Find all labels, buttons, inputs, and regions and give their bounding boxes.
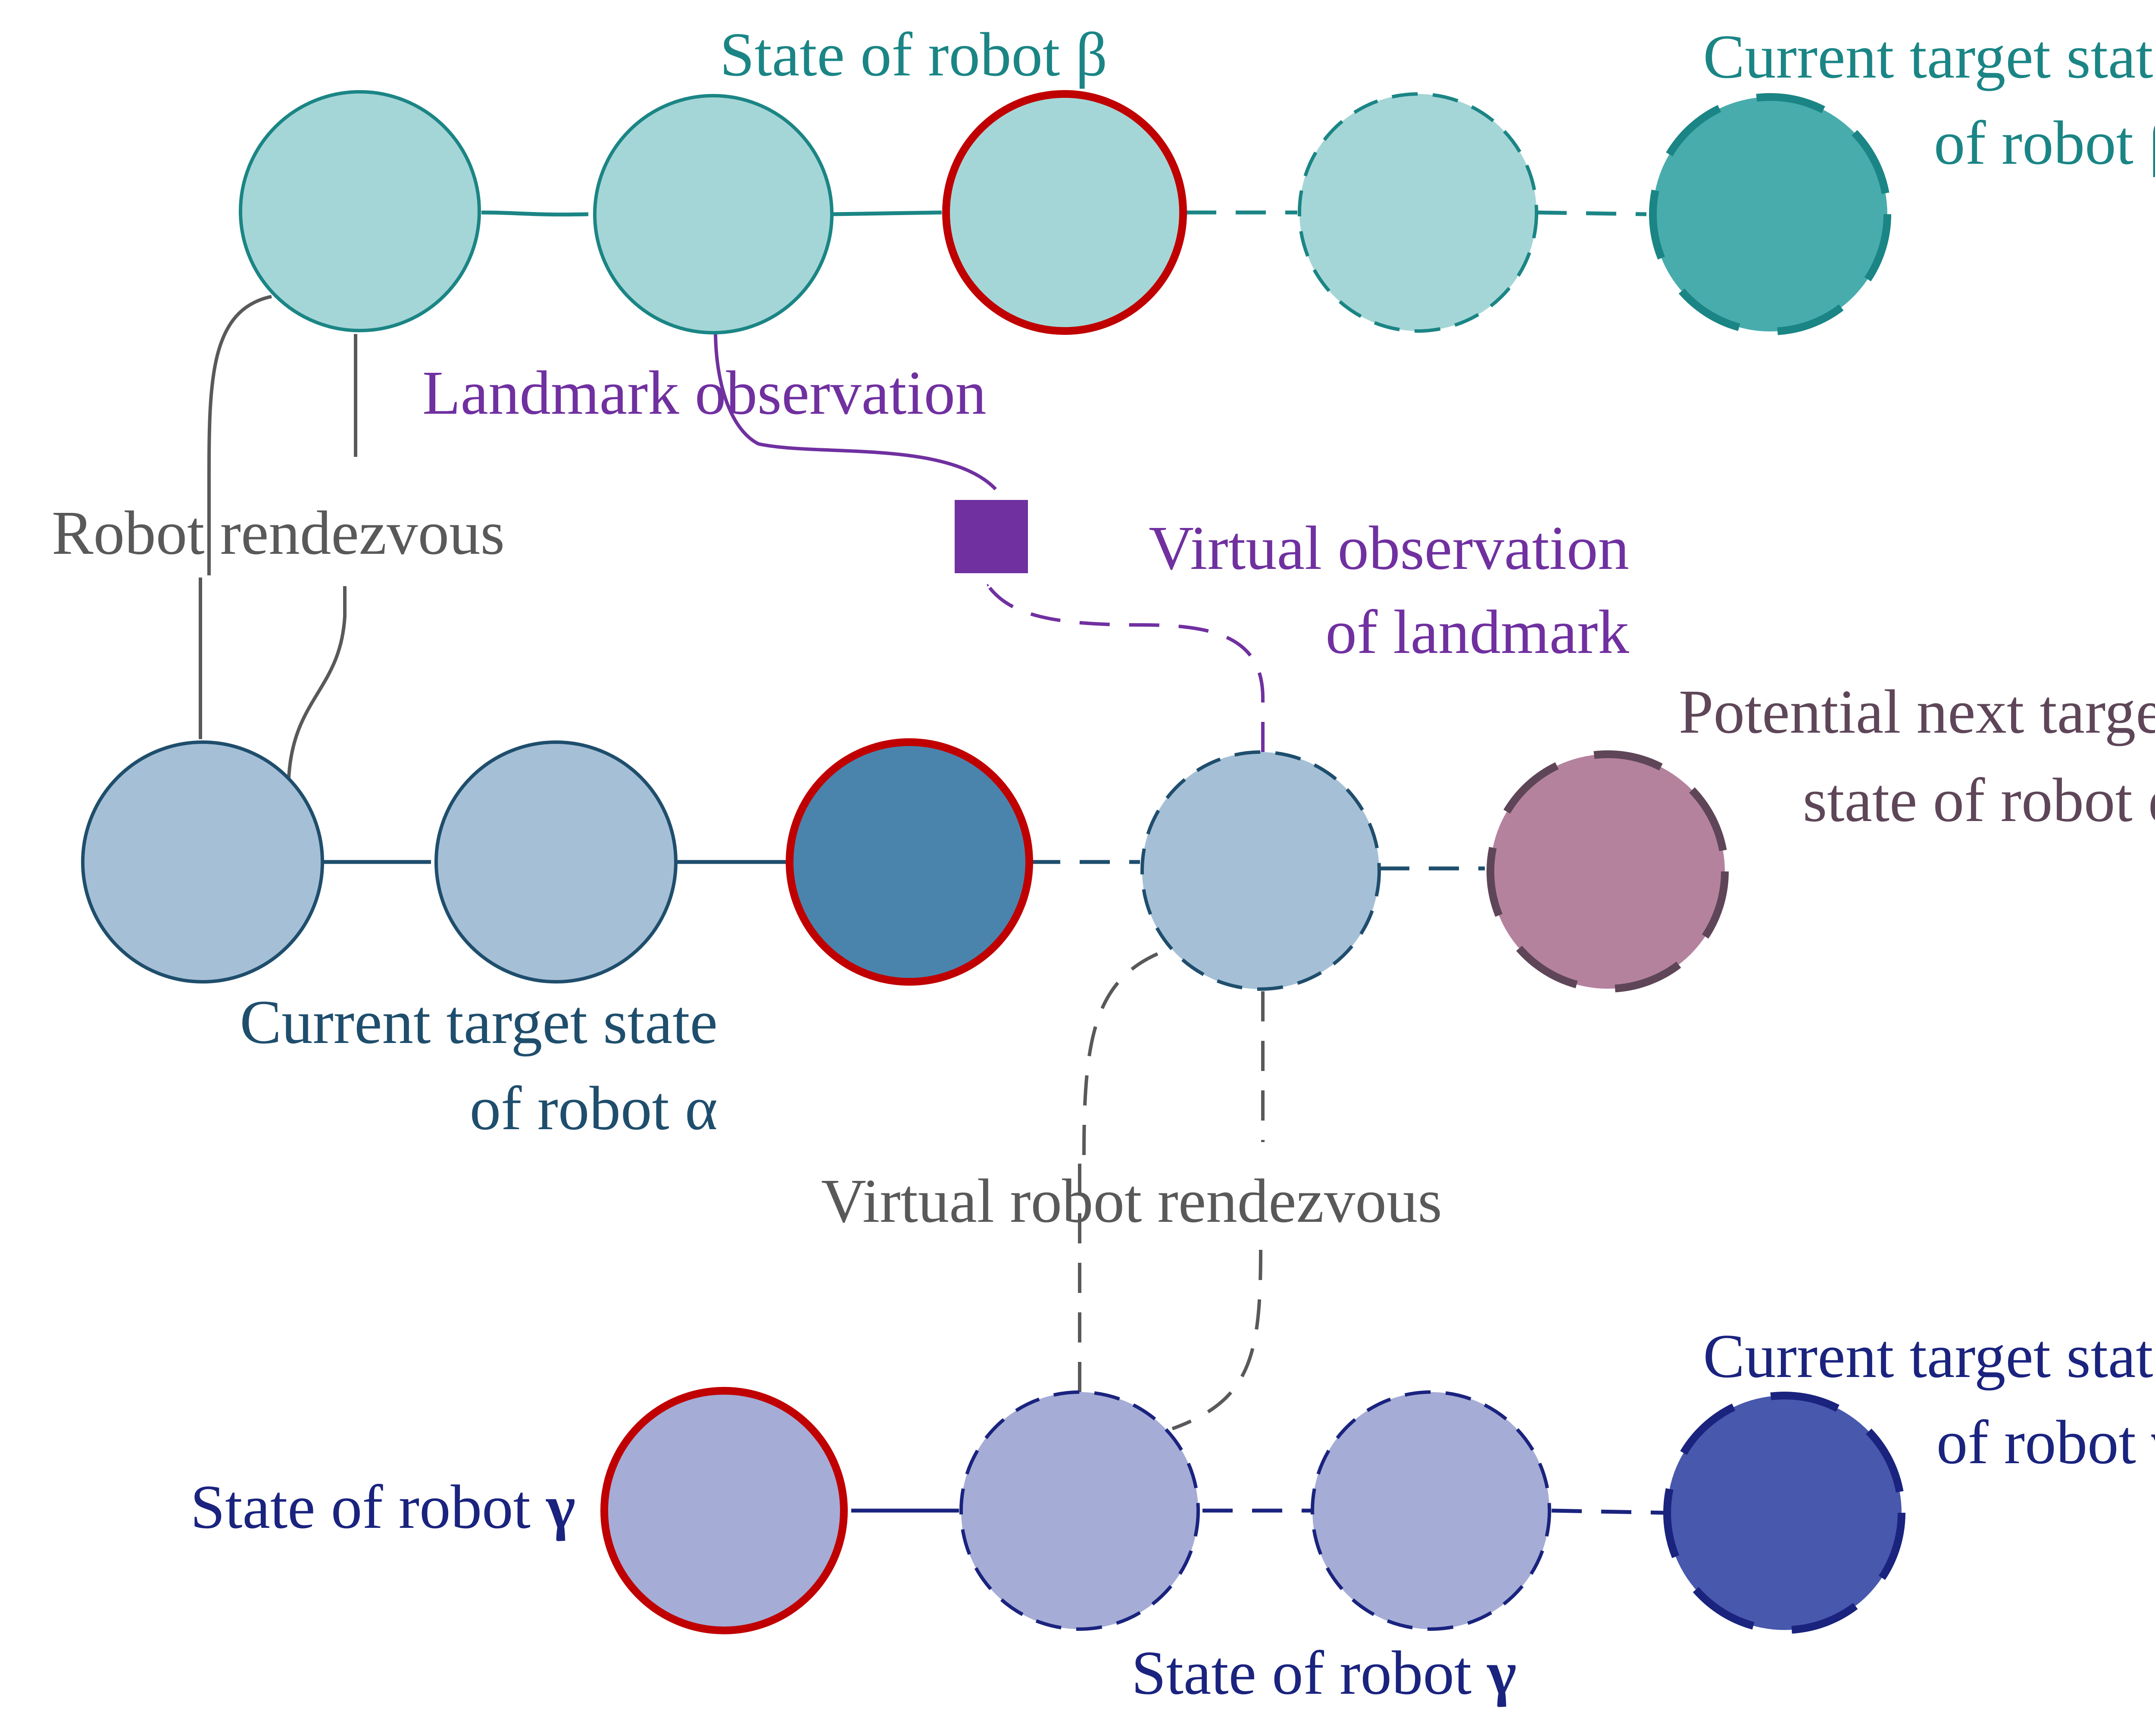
label-state-gamma-bottom-text: State of robot	[1131, 1639, 1471, 1708]
beta-edge-2-3	[831, 210, 942, 216]
gamma-symbol: γ	[1487, 1639, 1517, 1708]
alpha-potential-target-node	[1487, 750, 1729, 993]
alpha-state-node-4-virtual	[1140, 750, 1381, 991]
label-virtual-observation-line2: of landmark	[1325, 598, 1629, 667]
label-target-beta-line1: Current target state	[1703, 22, 2155, 91]
rendezvous-down-arrow	[207, 295, 272, 575]
alpha-edges	[322, 860, 1485, 871]
label-state-of-robot-beta: State of robot β	[720, 20, 1107, 89]
rendezvous-up-arrow	[287, 586, 347, 778]
beta-state-node-4-virtual	[1298, 92, 1538, 333]
virtual-rendezvous-edges	[1078, 946, 1265, 1430]
label-robot-rendezvous: Robot rendezvous	[52, 499, 505, 568]
label-target-gamma-line2: of robot γ	[1936, 1408, 2155, 1477]
gamma-target-node	[1663, 1392, 1905, 1634]
virtual-rendezvous-down-arrow-lower	[1171, 1249, 1262, 1430]
label-virtual-robot-rendezvous: Virtual robot rendezvous	[821, 1167, 1442, 1236]
beta-edges	[481, 210, 1647, 217]
landmark-observation-arrow	[714, 329, 997, 490]
label-potential-alpha-line1: Potential next target	[1679, 678, 2155, 746]
robot-rendezvous-edges	[199, 295, 357, 778]
beta-state-node-1	[239, 90, 481, 332]
label-potential-alpha-line2: state of robot α	[1803, 766, 2155, 835]
beta-state-node-2	[593, 94, 834, 334]
alpha-target-node-current	[786, 738, 1033, 986]
label-state-gamma-left: State of robot γ	[191, 1473, 575, 1542]
beta-target-node	[1649, 93, 1891, 335]
beta-edge-1-2	[481, 210, 589, 217]
gamma-edge-3-4	[1551, 1508, 1664, 1515]
gamma-edges	[851, 1508, 1664, 1515]
gamma-state-node-2-virtual	[959, 1390, 1200, 1631]
gamma-state-node-3-virtual	[1311, 1390, 1551, 1631]
label-target-alpha-line1: Current target state	[240, 988, 718, 1057]
gamma-state-node-1-current	[600, 1387, 848, 1634]
label-target-gamma-line2-text: of robot	[1936, 1408, 2136, 1477]
label-target-beta-line2: of robot β	[1934, 109, 2155, 178]
virtual-rendezvous-up-arrow-upper	[1082, 946, 1173, 1155]
label-virtual-observation-line1: Virtual observation	[1149, 514, 1629, 583]
beta-state-node-3-current	[942, 90, 1187, 335]
virtual-observation-arrow	[985, 583, 1265, 752]
gamma-nodes	[600, 1387, 1905, 1634]
label-state-gamma-bottom: State of robot γ	[1131, 1639, 1516, 1708]
landmark-edges	[714, 329, 1265, 752]
label-target-alpha-line2: of robot α	[470, 1074, 718, 1143]
alpha-state-node-1	[81, 740, 324, 984]
label-state-gamma-left-text: State of robot	[191, 1473, 531, 1542]
label-target-gamma-line1: Current target state	[1703, 1322, 2155, 1391]
gamma-symbol: γ	[546, 1473, 575, 1542]
gamma-symbol: γ	[2151, 1408, 2155, 1477]
alpha-state-node-2	[434, 740, 678, 984]
beta-nodes	[239, 90, 1891, 335]
alpha-nodes	[81, 738, 1729, 993]
label-landmark-observation: Landmark observation	[422, 359, 987, 428]
landmark-square	[955, 500, 1028, 573]
beta-edge-4-5	[1536, 210, 1647, 216]
